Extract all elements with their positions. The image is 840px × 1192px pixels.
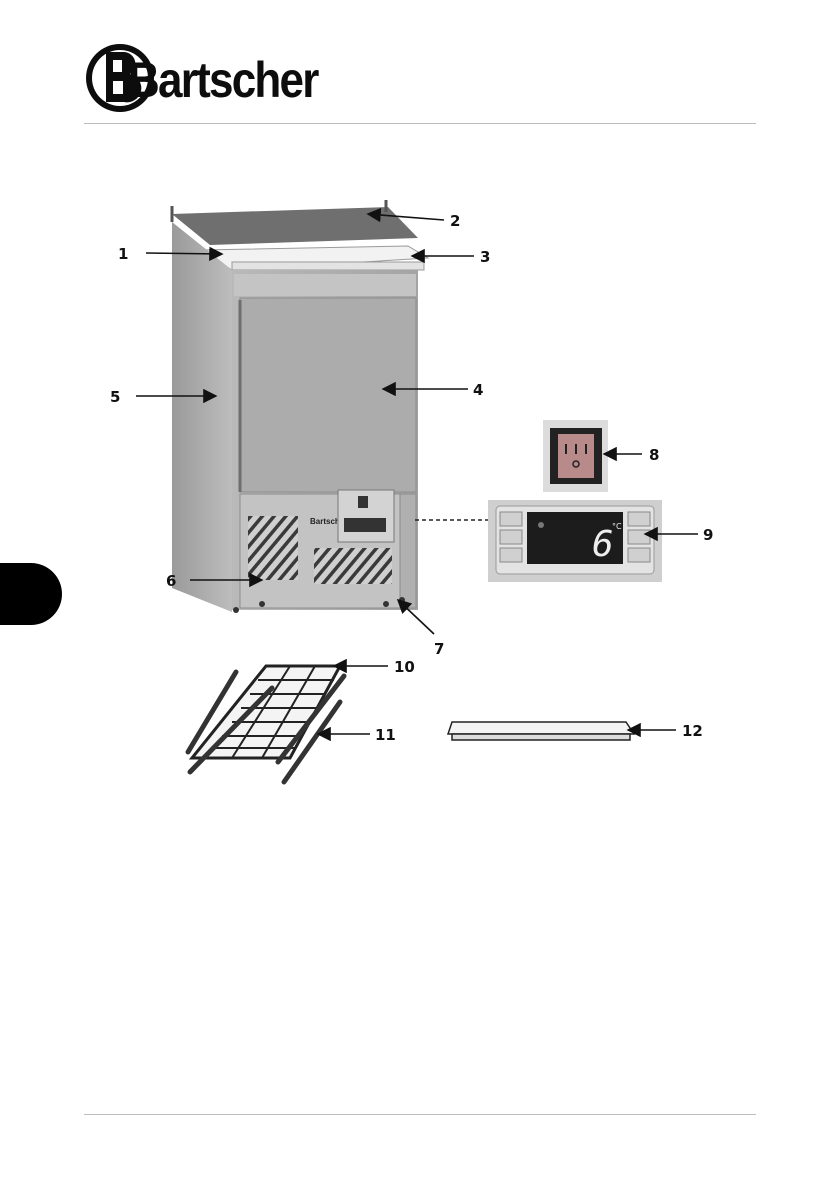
callout-9: 9 (703, 526, 713, 544)
callout-10: 10 (394, 658, 415, 676)
side-panel (172, 222, 232, 612)
vent-left (248, 516, 298, 580)
refrigerator-cabinet: Bartscher (172, 200, 428, 613)
callout-1: 1 (118, 245, 128, 263)
callout-11: 11 (375, 726, 396, 744)
display-temperature: 6 (592, 524, 614, 565)
callout-3: 3 (480, 248, 490, 266)
callout-5: 5 (110, 388, 120, 406)
callout-8: 8 (649, 446, 659, 464)
vent-right (314, 548, 392, 584)
cabinet-lid (172, 207, 418, 245)
callout-2: 2 (450, 212, 460, 230)
callout-6: 6 (166, 572, 176, 590)
callout-4: 4 (473, 381, 483, 399)
callout-12: 12 (682, 722, 703, 740)
callout-7: 7 (434, 640, 444, 658)
temperature-controller-detail: 6 °C (488, 500, 662, 582)
display-unit: °C (612, 522, 622, 531)
cabinet-door (240, 298, 416, 492)
power-switch-detail (543, 420, 608, 492)
drip-tray (448, 722, 634, 740)
